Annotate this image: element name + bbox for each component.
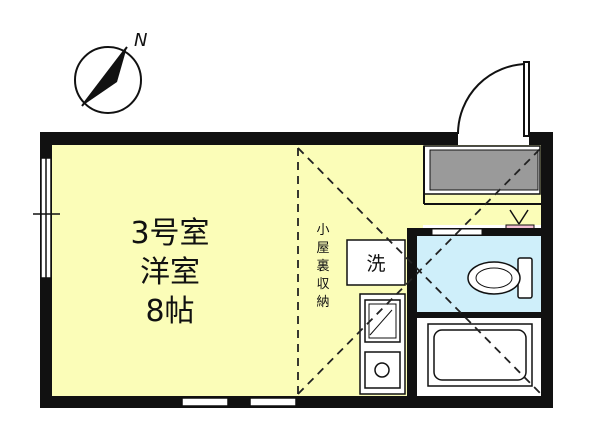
room-number-label: 3号室 bbox=[130, 216, 209, 251]
bathtub-inner bbox=[433, 329, 527, 381]
bathtub bbox=[427, 323, 533, 387]
loft-diagonal-2 bbox=[297, 147, 542, 395]
bottom-window-right bbox=[249, 397, 297, 407]
loft-label-char: 屋 bbox=[316, 241, 329, 256]
door-swing-arc bbox=[457, 63, 529, 135]
stove-burner bbox=[374, 362, 390, 378]
toilet-seat bbox=[475, 267, 513, 289]
loft-label-char: 収 bbox=[316, 277, 329, 292]
fridge-mark-line-2 bbox=[518, 209, 529, 225]
sink-drain-line bbox=[369, 309, 393, 336]
washer-space bbox=[346, 239, 406, 286]
loft-label-char: 小 bbox=[316, 223, 329, 238]
compass: N bbox=[74, 30, 147, 114]
loft-storage-label: 小 屋 裏 収 納 bbox=[316, 223, 329, 310]
wall-top-left bbox=[40, 132, 458, 145]
bottom-window-left bbox=[181, 397, 229, 407]
entrance-door bbox=[457, 61, 530, 137]
loft-label-char: 裏 bbox=[316, 259, 329, 274]
kitchen-sink bbox=[359, 293, 406, 395]
compass-north-label: N bbox=[134, 30, 147, 51]
loft-storage-outline bbox=[297, 147, 542, 395]
room-size-label: 8帖 bbox=[145, 294, 194, 329]
door-leaf bbox=[523, 61, 530, 137]
bathroom-wall-left bbox=[407, 228, 417, 396]
room-labels: 3号室 洋室 8帖 bbox=[130, 216, 209, 329]
toilet bbox=[467, 257, 533, 299]
compass-needle-line bbox=[81, 46, 128, 107]
washer-label: 洗 bbox=[366, 253, 385, 275]
shoe-cabinet-top bbox=[429, 149, 539, 191]
fridge-mark-line-1 bbox=[509, 209, 520, 225]
room-type-label: 洋室 bbox=[140, 255, 200, 290]
wall-right bbox=[541, 132, 553, 408]
loft-label-char: 納 bbox=[316, 295, 329, 310]
bathroom-divider bbox=[417, 312, 541, 318]
left-window bbox=[33, 157, 60, 279]
